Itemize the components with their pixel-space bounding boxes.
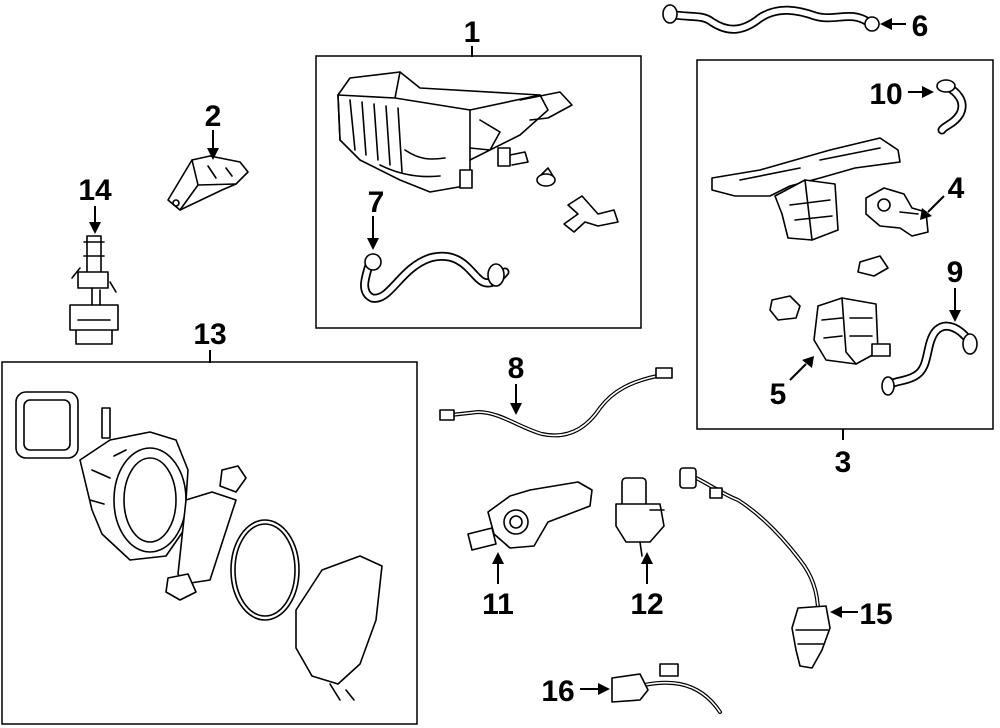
callout-11: 11 — [482, 588, 514, 621]
leader-12 — [641, 552, 653, 584]
part-15-sensor — [679, 467, 831, 669]
leader-7 — [367, 216, 379, 250]
part-9-hose — [881, 321, 978, 396]
leader-2 — [207, 130, 219, 160]
part-4-valve — [865, 187, 929, 237]
leader-16 — [580, 683, 610, 695]
leader-10 — [908, 86, 934, 98]
leader-5 — [789, 356, 814, 381]
callout-15: 15 — [859, 598, 892, 631]
leader-6 — [880, 18, 906, 30]
callout-7: 7 — [368, 186, 385, 219]
leader-14 — [89, 206, 101, 234]
part-8-tube — [439, 367, 673, 438]
callout-9: 9 — [947, 256, 964, 289]
callout-1: 1 — [464, 16, 481, 49]
part-7-hose — [360, 251, 510, 303]
leader-15 — [830, 606, 858, 618]
frame-group-1 — [315, 55, 642, 329]
part-13-throttle-body — [15, 391, 383, 701]
part-16-sensor — [611, 663, 722, 714]
callout-8: 8 — [508, 352, 525, 385]
callout-12: 12 — [630, 588, 663, 621]
callout-10: 10 — [869, 78, 902, 111]
leader-9 — [949, 288, 961, 322]
callout-4: 4 — [948, 172, 965, 205]
part-12-solenoid — [615, 477, 665, 557]
callout-14: 14 — [78, 174, 112, 207]
part-11-valve — [467, 481, 593, 551]
part-2-bracket — [167, 155, 249, 211]
leader-4 — [920, 195, 945, 220]
part-1-canister — [337, 71, 619, 233]
callout-13: 13 — [193, 318, 226, 351]
leader-11 — [492, 552, 504, 584]
part-10-elbow — [936, 79, 967, 135]
callout-5: 5 — [770, 378, 787, 411]
callout-16: 16 — [541, 675, 574, 708]
frame-group-3 — [696, 59, 994, 430]
part-5-solenoid — [813, 297, 891, 365]
part-14-sensor — [69, 235, 119, 345]
callout-6: 6 — [912, 10, 929, 43]
leader-8 — [510, 384, 522, 415]
part-6-hose — [662, 4, 880, 34]
callout-3: 3 — [835, 446, 852, 479]
callout-2: 2 — [205, 100, 222, 133]
part-3-assembly — [711, 137, 901, 321]
